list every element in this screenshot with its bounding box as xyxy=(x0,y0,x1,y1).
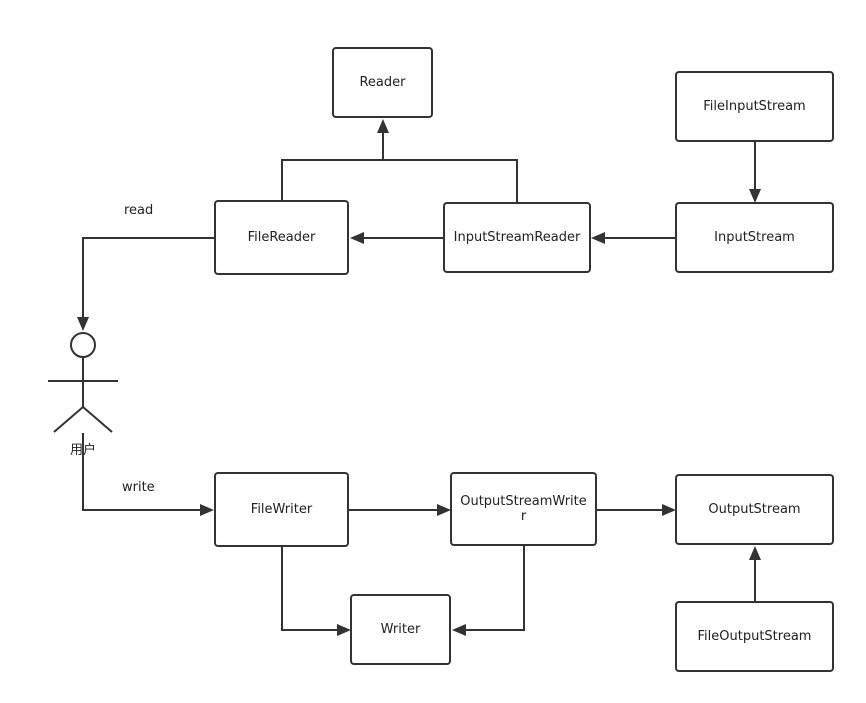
actor-label: 用户 xyxy=(70,443,97,458)
node-output-stream-writer[interactable]: OutputStreamWriter xyxy=(450,472,597,546)
arrowhead-inputstreamreader xyxy=(591,232,605,244)
node-output-stream-writer-label: OutputStreamWriter xyxy=(460,494,587,524)
node-file-reader[interactable]: FileReader xyxy=(214,200,349,275)
node-file-output-stream-label: FileOutputStream xyxy=(697,629,812,644)
node-writer[interactable]: Writer xyxy=(350,594,451,665)
arrowhead-outputstream xyxy=(662,504,676,516)
node-file-reader-label: FileReader xyxy=(247,230,316,245)
arrowhead-filewriter xyxy=(200,504,214,516)
node-file-input-stream[interactable]: FileInputStream xyxy=(675,71,834,142)
node-writer-label: Writer xyxy=(380,622,421,637)
node-input-stream-reader[interactable]: InputStreamReader xyxy=(443,202,591,273)
edge-filewriter-to-writer xyxy=(281,547,338,631)
node-file-output-stream[interactable]: FileOutputStream xyxy=(675,601,834,672)
edge-filereader-to-user xyxy=(82,237,215,318)
node-reader-label: Reader xyxy=(359,75,406,90)
edge-filereader-to-reader xyxy=(281,159,518,202)
edge-label-write: write xyxy=(122,480,155,495)
edge-outputstreamwriter-to-writer xyxy=(465,546,525,631)
node-input-stream-label: InputStream xyxy=(714,230,795,245)
arrowhead-reader xyxy=(377,119,389,133)
arrowhead-outputstream-up xyxy=(749,546,761,560)
node-input-stream[interactable]: InputStream xyxy=(675,202,834,273)
arrowhead-writer-right xyxy=(452,624,466,636)
node-reader[interactable]: Reader xyxy=(332,47,433,118)
stick-figure-icon xyxy=(48,332,118,433)
node-file-input-stream-label: FileInputStream xyxy=(703,99,806,114)
node-output-stream[interactable]: OutputStream xyxy=(675,474,834,545)
arrowhead-outputstreamwriter xyxy=(437,504,451,516)
node-output-stream-label: OutputStream xyxy=(708,502,801,517)
edge-label-read: read xyxy=(124,203,154,218)
node-input-stream-reader-label: InputStreamReader xyxy=(453,230,581,245)
node-file-writer[interactable]: FileWriter xyxy=(214,472,349,547)
arrowhead-user xyxy=(77,317,89,331)
arrowhead-writer-left xyxy=(337,624,351,636)
arrowhead-inputstream xyxy=(749,189,761,203)
edge-user-to-filewriter xyxy=(82,433,201,511)
arrowhead-filereader xyxy=(350,232,364,244)
node-file-writer-label: FileWriter xyxy=(250,502,313,517)
